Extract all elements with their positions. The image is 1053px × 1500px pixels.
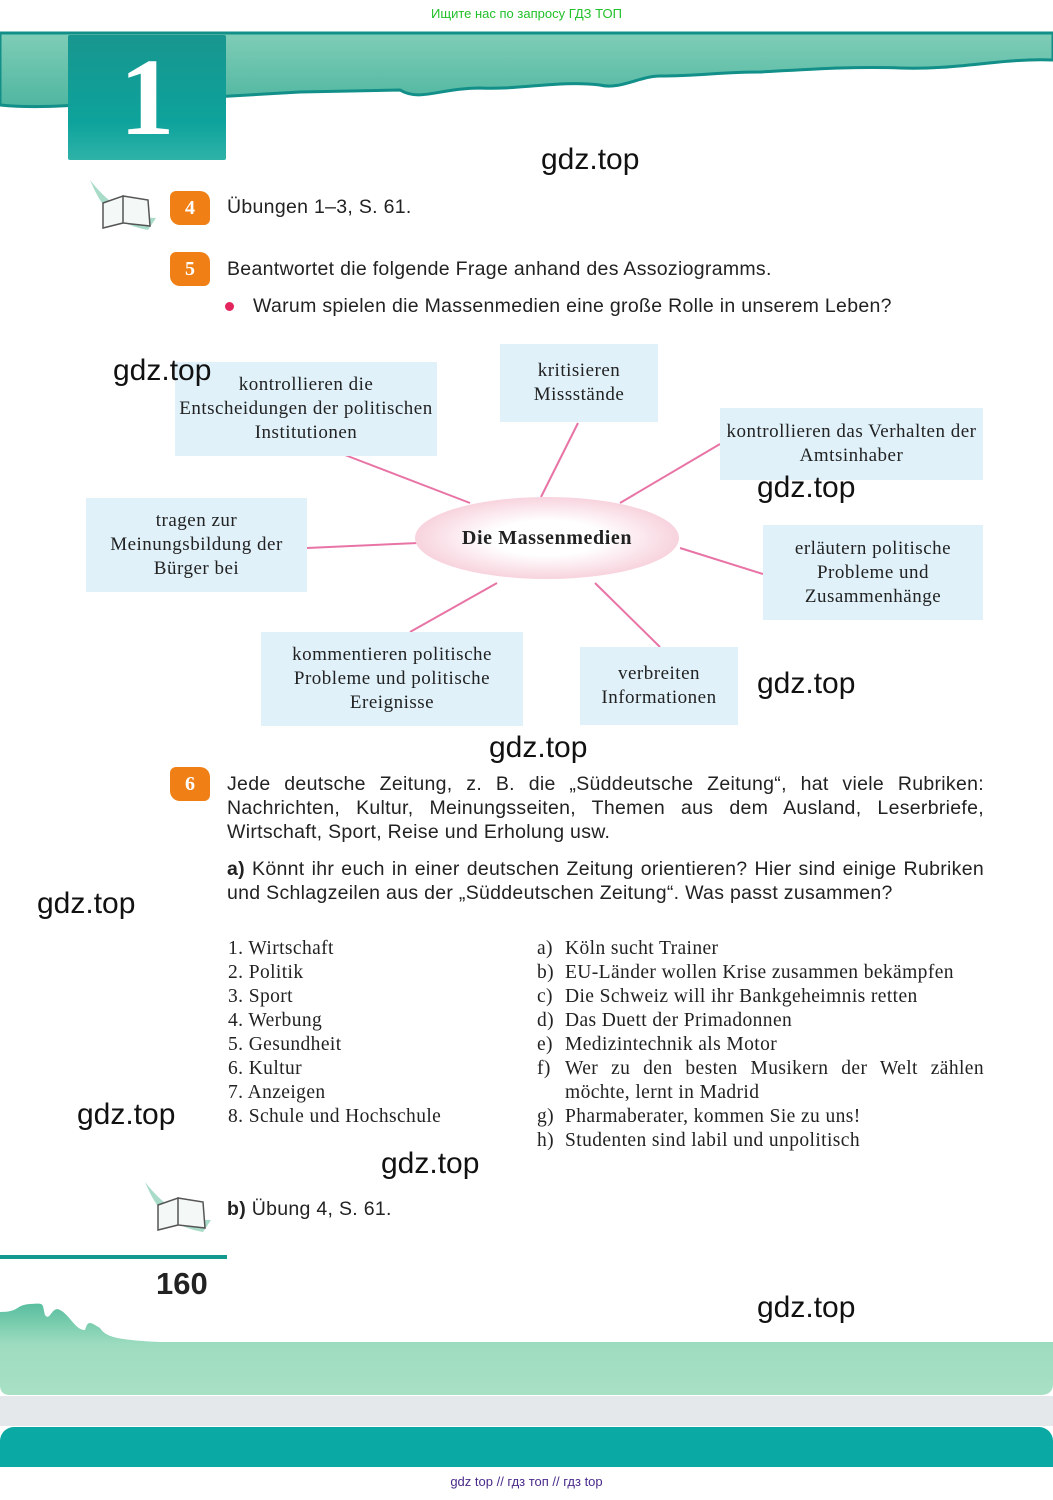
exercise-6a-text: a) Könnt ihr euch in einer deutschen Zei… — [227, 857, 984, 905]
watermark: gdz.top — [541, 143, 640, 176]
headline-text: Studenten sind labil und unpolitisch — [565, 1130, 860, 1151]
band-gap — [0, 1396, 1053, 1426]
watermark: gdz.top — [757, 471, 856, 504]
headline-item: e) Medizintechnik als Motor — [537, 1033, 984, 1057]
watermark: gdz.top — [757, 667, 856, 700]
diagram-node: kontrollieren die Entscheidungen der pol… — [175, 362, 437, 456]
exercise-6-badge: 6 — [170, 767, 210, 801]
rubric-item: 7. Anzeigen — [228, 1082, 326, 1103]
headline-text: Pharmaberater, kommen Sie zu uns! — [565, 1106, 861, 1127]
headline-letter: b) — [537, 962, 555, 983]
headline-letter: e) — [537, 1034, 553, 1055]
diagram-node: kontrollieren das Verhalten der Amtsinha… — [720, 408, 983, 480]
watermark: gdz.top — [113, 354, 212, 387]
diagram-node: verbreiten Informationen — [580, 647, 738, 725]
headline-text: Medizintechnik als Motor — [565, 1034, 778, 1055]
exercise-5-text: Beantwortet die folgende Frage anhand de… — [227, 258, 772, 280]
footer-band — [0, 1427, 1053, 1467]
diagram-connectors — [306, 422, 764, 648]
watermark: gdz.top — [489, 731, 588, 764]
watermark: gdz.top — [37, 887, 136, 920]
book-icon — [145, 1182, 211, 1232]
page-number: 160 — [156, 1266, 208, 1301]
exercise-6-text: Jede deutsche Zeitung, z. B. die „Süddeu… — [227, 773, 984, 843]
exercise-4-text: Übungen 1–3, S. 61. — [227, 196, 412, 218]
rubric-item: 8. Schule und Hochschule — [228, 1106, 442, 1127]
watermark: gdz.top — [77, 1098, 176, 1131]
headline-item: g) Pharmaberater, kommen Sie zu uns! — [537, 1105, 984, 1129]
rubric-item: 6. Kultur — [228, 1058, 303, 1079]
diagram-center: Die Massenmedien — [415, 497, 679, 579]
exercise-4-badge: 4 — [170, 191, 210, 225]
headline-text: Das Duett der Primadonnen — [565, 1010, 793, 1031]
rubric-item: 4. Werbung — [228, 1010, 323, 1031]
headline-item: f) Wer zu den besten Musikern der Welt zä… — [537, 1057, 984, 1105]
headline-text: Wer zu den besten Musikern der Welt zähl… — [565, 1058, 984, 1103]
headline-letter: f) — [537, 1058, 551, 1079]
headline-letter: d) — [537, 1010, 555, 1031]
headline-text: Die Schweiz will ihr Bankgeheimnis rette… — [565, 986, 918, 1007]
rubric-item: 3. Sport — [228, 986, 293, 1007]
footer-wave — [0, 1303, 1053, 1395]
task-a-label: a) — [227, 858, 245, 880]
headline-text: EU-Länder wollen Krise zusammen bekämp­f… — [565, 962, 954, 983]
headline-item: d) Das Duett der Primadonnen — [537, 1009, 984, 1033]
task-a-text: Könnt ihr euch in einer deutschen Zeitun… — [227, 858, 984, 904]
diagram-node: kommentieren politische Probleme und pol… — [261, 632, 523, 726]
headline-text: Köln sucht Trainer — [565, 938, 719, 959]
header-wave — [0, 31, 1053, 109]
footer-links: gdz top // гдз топ // гдз top — [450, 1474, 603, 1489]
chapter-number: 1 — [68, 35, 226, 160]
exercise-5-question: Warum spielen die Massenmedien eine groß… — [253, 295, 892, 317]
headline-list: a) Köln sucht Trainer b) EU-Länder wollen K… — [537, 937, 984, 1153]
headline-item: c) Die Schweiz will ihr Bankgeheimnis ret… — [537, 985, 984, 1009]
headline-letter: g) — [537, 1106, 555, 1127]
exercise-5-badge: 5 — [170, 252, 210, 286]
task-b-text: Übung 4, S. 61. — [246, 1198, 392, 1220]
diagram-node: tragen zur Meinungsbildung der Bürger be… — [86, 498, 307, 592]
headline-item: a) Köln sucht Trainer — [537, 937, 984, 961]
headline-letter: h) — [537, 1130, 555, 1151]
diagram-node: erläutern politische Probleme und Zusamm… — [763, 525, 983, 620]
bullet-icon — [225, 302, 234, 311]
headline-item: b) EU-Länder wollen Krise zusammen bekämp… — [537, 961, 984, 985]
top-note: Ищите нас по запросу ГДЗ ТОП — [431, 6, 622, 21]
watermark: gdz.top — [757, 1291, 856, 1324]
rubric-list: 1. Wirtschaft 2. Politik 3. Sport 4. Wer… — [228, 937, 441, 1129]
headline-letter: a) — [537, 938, 553, 959]
divider — [0, 1255, 227, 1259]
watermark: gdz.top — [381, 1147, 480, 1180]
headline-letter: c) — [537, 986, 553, 1007]
rubric-item: 1. Wirtschaft — [228, 938, 334, 959]
book-icon — [90, 180, 156, 230]
rubric-item: 5. Gesundheit — [228, 1034, 342, 1055]
headline-item: h) Studenten sind labil und unpolitisch — [537, 1129, 984, 1153]
rubric-item: 2. Politik — [228, 962, 304, 983]
exercise-6b: b) Übung 4, S. 61. — [227, 1198, 392, 1221]
diagram-node: kritisieren Missstände — [500, 344, 658, 422]
task-b-label: b) — [227, 1198, 247, 1220]
